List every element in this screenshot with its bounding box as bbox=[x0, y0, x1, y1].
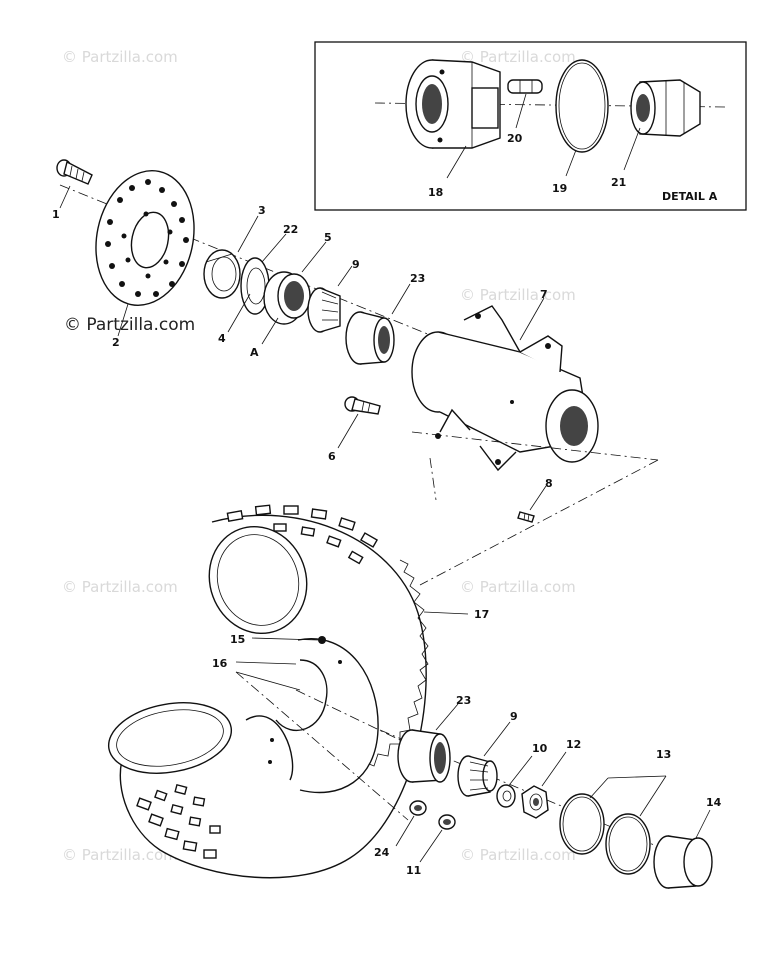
watermark: © Partzilla.com bbox=[460, 48, 576, 66]
detail-a-box: 18 20 19 21 DETAIL A bbox=[314, 41, 747, 211]
callout-8: 8 bbox=[545, 477, 553, 490]
callout-20: 20 bbox=[507, 132, 523, 145]
part-19-o-ring bbox=[555, 59, 609, 153]
detail-axis bbox=[374, 102, 726, 108]
wheel-assembly: 17 15 16 bbox=[107, 504, 489, 879]
part-11-nut bbox=[438, 814, 456, 830]
tire-bead-upper bbox=[208, 525, 308, 635]
callout-14: 14 bbox=[706, 796, 722, 809]
part-1-bolt bbox=[56, 159, 93, 185]
part-17-tire bbox=[119, 504, 429, 879]
detail-a-title: DETAIL A bbox=[662, 190, 718, 203]
part-3-seal bbox=[203, 249, 241, 299]
callout-13: 13 bbox=[656, 748, 671, 761]
callout-4: 4 bbox=[218, 332, 226, 345]
part-12-nut bbox=[521, 785, 549, 819]
callout-7: 7 bbox=[540, 288, 548, 301]
part-21-castle-nut bbox=[630, 79, 701, 137]
part-10-washer bbox=[496, 784, 516, 808]
tire-bead-lower bbox=[107, 702, 233, 774]
callout-2: 2 bbox=[112, 336, 120, 349]
lower-hub-parts: 23 9 10 12 bbox=[374, 694, 722, 889]
callout-9: 9 bbox=[352, 258, 360, 271]
part-23-race-upper bbox=[345, 311, 395, 365]
callout-15: 15 bbox=[230, 633, 245, 646]
part-24-washer bbox=[409, 800, 427, 816]
callout-1: 1 bbox=[52, 208, 60, 221]
detail-frame bbox=[314, 41, 747, 211]
wheel-rim bbox=[245, 636, 379, 794]
part-19-o-ring-inner bbox=[558, 62, 606, 150]
part-6-bolt bbox=[344, 396, 381, 415]
watermark: © Partzilla.com bbox=[62, 48, 178, 66]
part-7-hub-housing bbox=[411, 305, 599, 472]
upper-hub-assembly: 1 2 3 bbox=[52, 159, 659, 586]
callout-23: 23 bbox=[410, 272, 425, 285]
watermark: © Partzilla.com bbox=[62, 846, 178, 864]
callout-10: 10 bbox=[532, 742, 548, 755]
watermark-layer: © Partzilla.com © Partzilla.com © Partzi… bbox=[62, 48, 576, 864]
callout-5: 5 bbox=[324, 231, 332, 244]
part-9-bearing-lower bbox=[457, 755, 498, 797]
watermark-dark: © Partzilla.com bbox=[64, 315, 195, 335]
callout-12: 12 bbox=[566, 738, 581, 751]
part-13-o-rings bbox=[559, 793, 651, 875]
callout-3: 3 bbox=[258, 204, 266, 217]
part-5-hub-a bbox=[263, 271, 311, 325]
callout-11: 11 bbox=[406, 864, 421, 877]
callout-6: 6 bbox=[328, 450, 336, 463]
part-20-pin bbox=[507, 79, 543, 94]
watermark: © Partzilla.com bbox=[460, 286, 576, 304]
watermark: © Partzilla.com bbox=[460, 578, 576, 596]
part-8-stud bbox=[517, 511, 535, 523]
part-2-brake-disc bbox=[95, 170, 195, 306]
part-9-bearing-upper bbox=[307, 287, 341, 333]
callout-a: A bbox=[250, 346, 259, 359]
callout-18: 18 bbox=[428, 186, 443, 199]
callout-21: 21 bbox=[611, 176, 626, 189]
callout-16: 16 bbox=[212, 657, 228, 670]
callout-19: 19 bbox=[552, 182, 567, 195]
watermark: © Partzilla.com bbox=[460, 846, 576, 864]
part-18-coupler bbox=[405, 59, 501, 149]
part-14-dust-cap bbox=[653, 835, 713, 889]
callout-24: 24 bbox=[374, 846, 390, 859]
callout-23-lower: 23 bbox=[456, 694, 471, 707]
part-23-race-lower bbox=[397, 729, 451, 783]
watermark: © Partzilla.com bbox=[62, 578, 178, 596]
callout-22: 22 bbox=[283, 223, 298, 236]
callout-17: 17 bbox=[474, 608, 489, 621]
callout-9-lower: 9 bbox=[510, 710, 518, 723]
